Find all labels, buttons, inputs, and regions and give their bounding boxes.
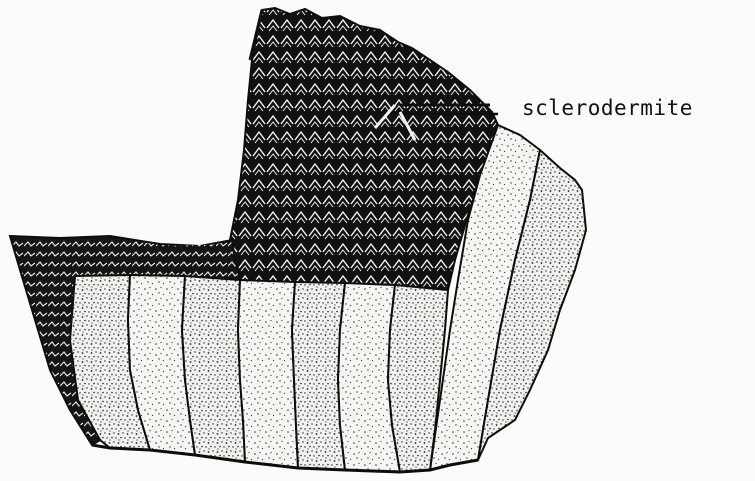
septum-front-5: [292, 282, 345, 470]
sclerodermite-label: sclerodermite: [522, 96, 693, 120]
septum-front-3: [182, 276, 245, 462]
sclerodermite-block: [230, 8, 498, 290]
septum-front-4: [238, 280, 298, 468]
